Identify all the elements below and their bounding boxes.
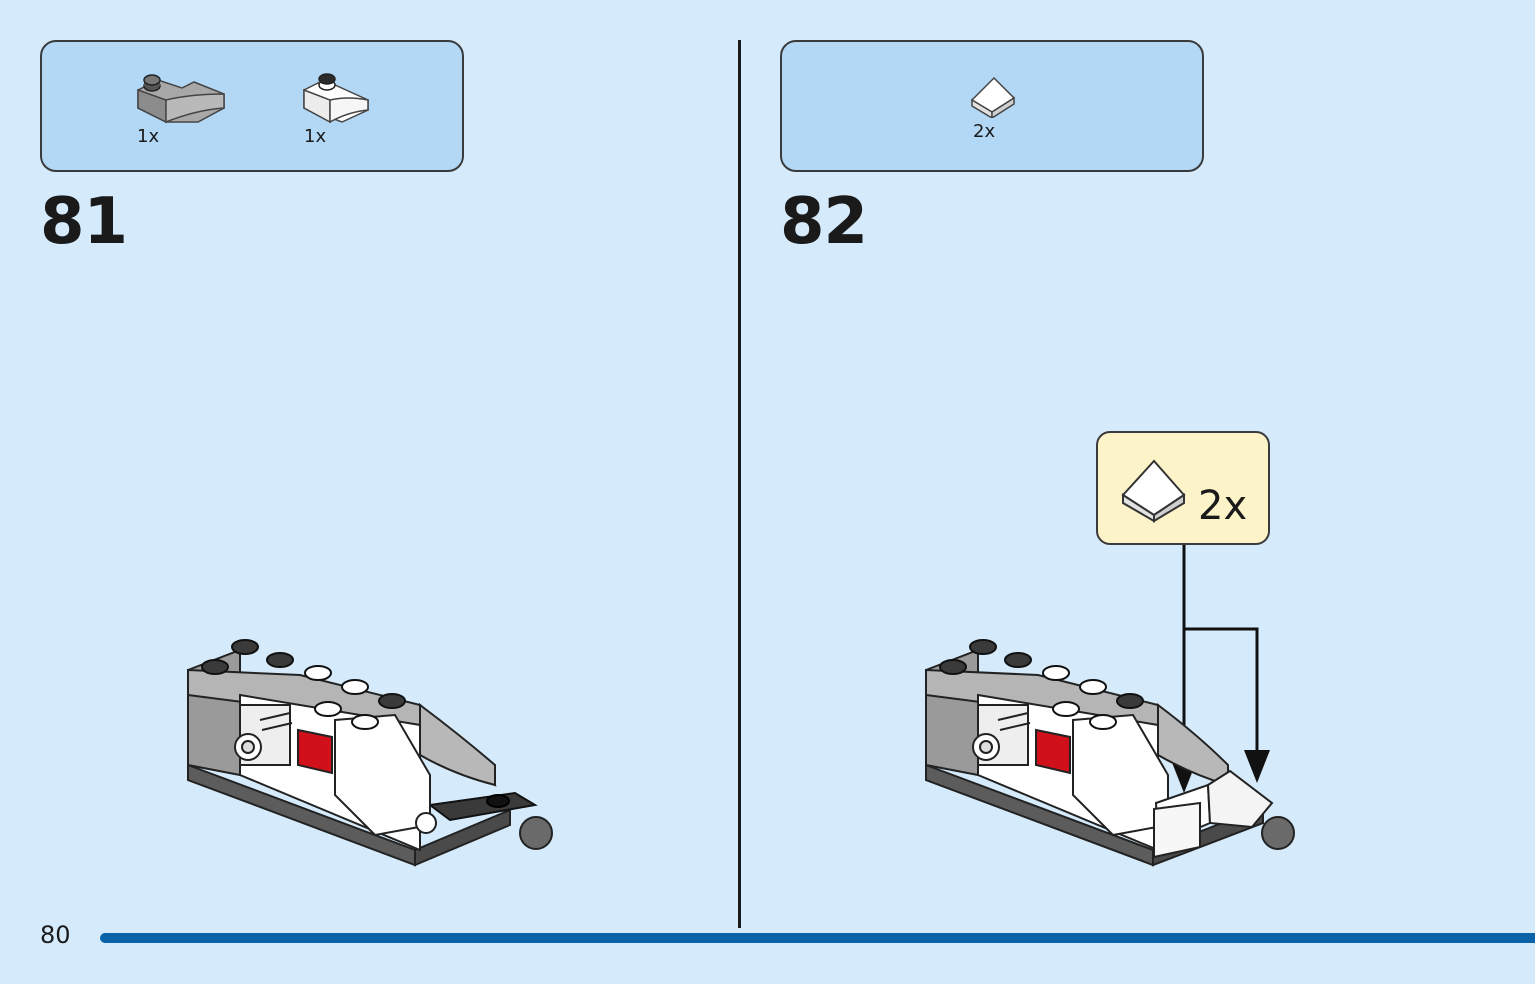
footer-bar xyxy=(100,933,1535,943)
part-quantity: 1x xyxy=(304,126,327,147)
parts-callout: 2x xyxy=(1096,431,1270,545)
white-curved-slope-brick-icon xyxy=(302,68,372,126)
part-quantity: 1x xyxy=(137,126,160,147)
step-number: 82 xyxy=(780,185,868,259)
white-slope-tile-icon xyxy=(1120,457,1188,523)
step-82-parts-box: 2x xyxy=(780,40,1204,172)
page-number: 80 xyxy=(40,921,71,949)
step-81-model-illustration xyxy=(180,625,560,874)
step-number: 81 xyxy=(40,185,128,259)
callout-quantity: 2x xyxy=(1198,483,1248,529)
white-slope-tile-icon xyxy=(970,74,1016,118)
step-divider xyxy=(738,40,741,928)
step-81-parts-box: 1x 1x xyxy=(40,40,464,172)
step-82-model-illustration xyxy=(918,545,1318,874)
dark-gray-curved-slope-brick-icon xyxy=(136,68,228,126)
part-quantity: 2x xyxy=(973,121,996,142)
